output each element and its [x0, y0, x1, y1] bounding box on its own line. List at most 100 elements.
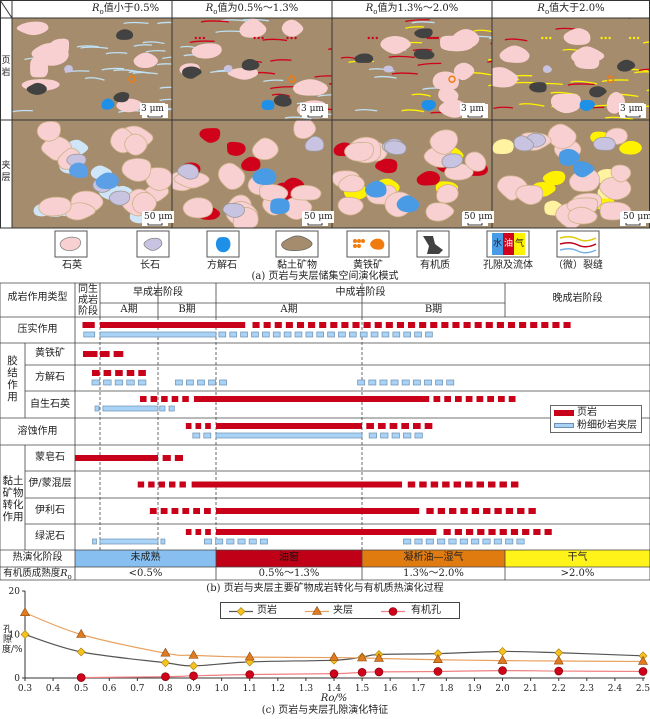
x-tick-label: 2.5: [636, 684, 650, 694]
quartz-grain: [124, 133, 148, 156]
interlayer-dash: [380, 432, 389, 439]
scale-bar-label: 50 μm: [463, 211, 494, 223]
oil-swatch: [503, 233, 514, 255]
shale-dash: [476, 396, 484, 402]
organic-matter: [413, 49, 435, 60]
dry-gas-cell: [505, 550, 650, 567]
calcite-grain: [364, 180, 387, 198]
chart-legend: 页岩 夹层 有机孔: [220, 602, 460, 619]
shale-bar: [193, 396, 430, 402]
header-bg: [173, 1, 331, 18]
organic-pore: [432, 36, 436, 40]
pore-fluid: [492, 139, 514, 155]
header-middle-b: B期: [424, 304, 443, 315]
shale-dash: [441, 322, 449, 328]
y-axis-label: 孔隙度/%: [2, 625, 23, 655]
shale-dash: [460, 508, 468, 514]
pyrite-framboid: [606, 75, 615, 83]
microfracture: [328, 82, 332, 85]
scale-bar-label: 3 μm: [460, 103, 485, 115]
shale-dash: [389, 423, 398, 429]
shale-dash: [274, 322, 282, 328]
quartz-grain: [281, 19, 304, 37]
microfracture: [132, 71, 158, 75]
shale-dash: [449, 508, 457, 514]
shale-dash: [182, 396, 189, 402]
scale-bar-label: 50 μm: [143, 211, 174, 223]
data-point-triangle: [328, 651, 340, 661]
organic-pore: [257, 36, 260, 40]
interlayer-dash: [168, 405, 175, 412]
x-tick-label: 2.0: [495, 684, 510, 694]
data-point-triangle: [188, 649, 199, 659]
interlayer-dash: [219, 379, 227, 386]
shale-dash: [419, 322, 427, 328]
shale-dash: [161, 396, 168, 402]
y-tick-label: 0: [14, 674, 20, 684]
pore-fluid: [241, 156, 261, 172]
interlayer-dash: [218, 331, 227, 338]
data-point-circle: [433, 667, 443, 676]
quartz-grain: [121, 157, 152, 182]
shale-dash: [407, 481, 416, 488]
interlayer-dash: [92, 538, 97, 545]
quartz-grain: [290, 184, 322, 201]
x-tick-label: 1.1: [243, 684, 257, 694]
data-point-diamond: [20, 630, 30, 639]
feldspar-grain: [108, 190, 131, 206]
x-tick-label: 0.4: [46, 684, 61, 694]
interlayer-dash: [448, 538, 457, 545]
microfracture: [105, 52, 128, 55]
legend-label-quartz: 石英: [62, 260, 82, 271]
microfracture: [504, 38, 528, 42]
shale-dash: [115, 370, 123, 376]
fluid-gas-label: 气: [514, 239, 524, 249]
row-label-shale: 页岩: [1, 56, 11, 78]
interlayer-dash: [390, 379, 399, 386]
organic-pore: [367, 36, 370, 40]
shale-dash: [430, 322, 438, 328]
legend-marker-circle: [388, 607, 398, 616]
row-label-pyrite: 黄铁矿: [35, 348, 65, 359]
header-bg: [13, 1, 171, 18]
interlayer-dash: [94, 405, 100, 412]
column-header-2: Ro值为0.5%～1.3%: [205, 3, 299, 16]
lithology-legend-icons: [54, 230, 600, 258]
scale-bar: [147, 223, 163, 226]
microfracture: [638, 68, 650, 72]
shale-dash: [471, 508, 480, 514]
interlayer-dash: [305, 331, 314, 338]
interlayer-dash: [425, 538, 434, 545]
interlayer-dash: [316, 331, 324, 338]
microfracture: [157, 21, 172, 25]
quartz-grain: [567, 206, 598, 225]
interlayer-dash: [368, 432, 377, 439]
shale-dash: [330, 322, 338, 328]
organic-pore: [261, 36, 264, 40]
quartz-grain: [239, 18, 267, 38]
caption-c: (c) 页岩与夹层孔隙演化特征: [261, 705, 389, 716]
shale-dash: [103, 370, 112, 376]
shale-dash: [137, 481, 145, 488]
microfracture: [215, 30, 242, 34]
data-point-diamond: [189, 661, 198, 671]
interlayer-dash: [493, 538, 502, 545]
scale-bar-label: 3 μm: [300, 103, 325, 115]
shale-dash: [385, 322, 393, 328]
x-tick-label: 1.2: [271, 684, 285, 694]
interlayer-bar: [215, 432, 363, 439]
shale-dash: [352, 322, 360, 328]
microfracture: [605, 116, 634, 120]
microfracture: [487, 60, 492, 63]
x-tick-label: 0.5: [74, 684, 89, 694]
quartz-grain: [337, 196, 364, 216]
pyrite-framboid: [448, 75, 456, 83]
legend-label-pyrite: 黄铁矿: [353, 260, 383, 271]
shale-dash: [169, 481, 176, 488]
shale-dash: [171, 508, 179, 514]
shale-dash: [498, 396, 505, 402]
interlayer-bar: [99, 538, 159, 545]
data-point-circle: [76, 673, 86, 682]
feldspar-grain: [383, 140, 407, 155]
caption-a: (a) 页岩与夹层储集空间演化模式: [251, 271, 399, 282]
